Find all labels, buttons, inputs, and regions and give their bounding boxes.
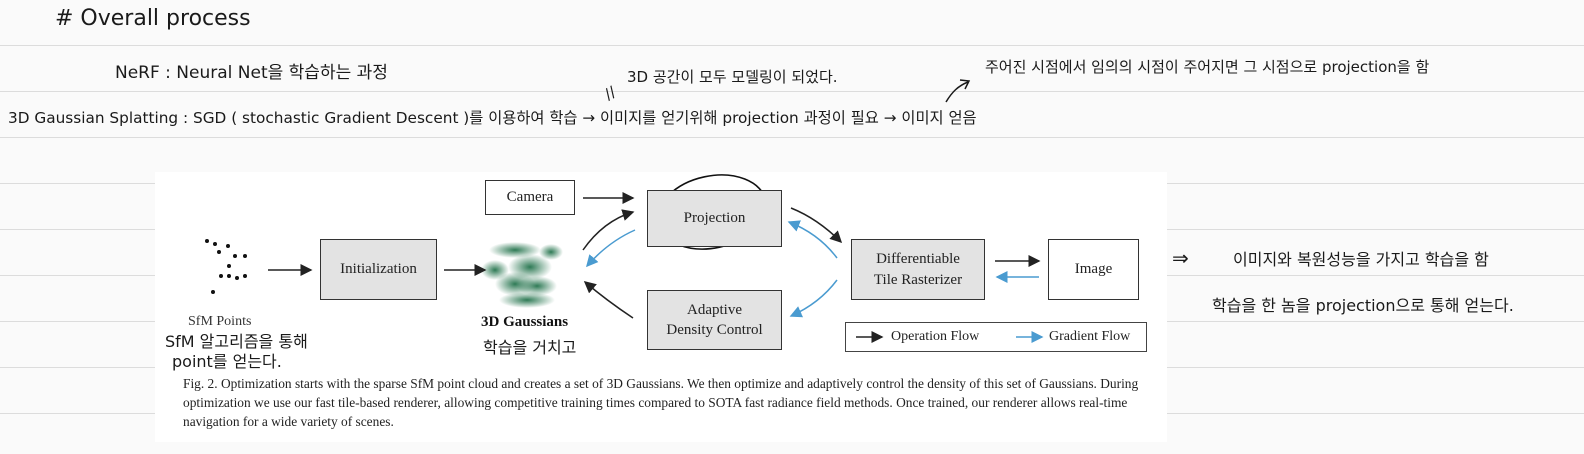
diagram-canvas <box>205 174 1041 319</box>
figure-panel: Camera Projection Initialization Differe… <box>155 172 1167 442</box>
right-arrow: ⇒ <box>1172 246 1189 270</box>
figure-caption: Fig. 2. Optimization starts with the spa… <box>183 376 1139 429</box>
legend-operation-label: Operation Flow <box>891 329 980 344</box>
density-label-2: Density Control <box>666 322 763 338</box>
projection-box: Projection <box>647 190 782 247</box>
right-note-1: 이미지와 복원성능을 가지고 학습을 함 <box>1233 250 1489 269</box>
gaussians-note: 학습을 거치고 <box>483 338 577 357</box>
rasterizer-label-1: Differentiable <box>876 251 960 268</box>
legend-gradient-label: Gradient Flow <box>1049 329 1131 344</box>
gradient-arrows <box>586 220 1039 318</box>
camera-box: Camera <box>485 180 575 215</box>
operation-arrows <box>268 192 1041 319</box>
annotation-space-modeled: 3D 공간이 모두 모델링이 되었다. <box>627 68 838 86</box>
notes-title: # Overall process <box>55 6 251 31</box>
nerf-note: NeRF : Neural Net을 학습하는 과정 <box>115 63 388 83</box>
gaussians-graphic <box>481 242 563 308</box>
image-box: Image <box>1048 239 1139 300</box>
annotation-arrow-head <box>959 79 971 90</box>
sfm-note-2: point를 얻는다. <box>172 352 282 371</box>
initialization-box: Initialization <box>320 239 437 300</box>
density-control-box: Adaptive Density Control <box>647 290 782 350</box>
rasterizer-box: Differentiable Tile Rasterizer <box>851 239 985 300</box>
legend: Operation Flow Gradient Flow <box>845 322 1147 352</box>
sfm-point-cloud <box>205 239 247 294</box>
gaussians-label: 3D Gaussians <box>481 314 569 330</box>
density-label-1: Adaptive <box>687 301 742 318</box>
sfm-note-1: SfM 알고리즘을 통해 <box>165 332 308 351</box>
annotation-arrow <box>945 81 969 103</box>
legend-arrows <box>856 331 1044 343</box>
right-note-2: 학습을 한 놈을 projection으로 통해 얻는다. <box>1212 296 1514 315</box>
gaussian-splatting-note: 3D Gaussian Splatting : SGD ( stochastic… <box>8 109 977 127</box>
rasterizer-label-2: Tile Rasterizer <box>873 271 963 288</box>
sfm-points-label: SfM Points <box>188 314 252 329</box>
annotation-viewpoint: 주어진 시점에서 임의의 시점이 주어지면 그 시점으로 projection을… <box>985 58 1430 76</box>
